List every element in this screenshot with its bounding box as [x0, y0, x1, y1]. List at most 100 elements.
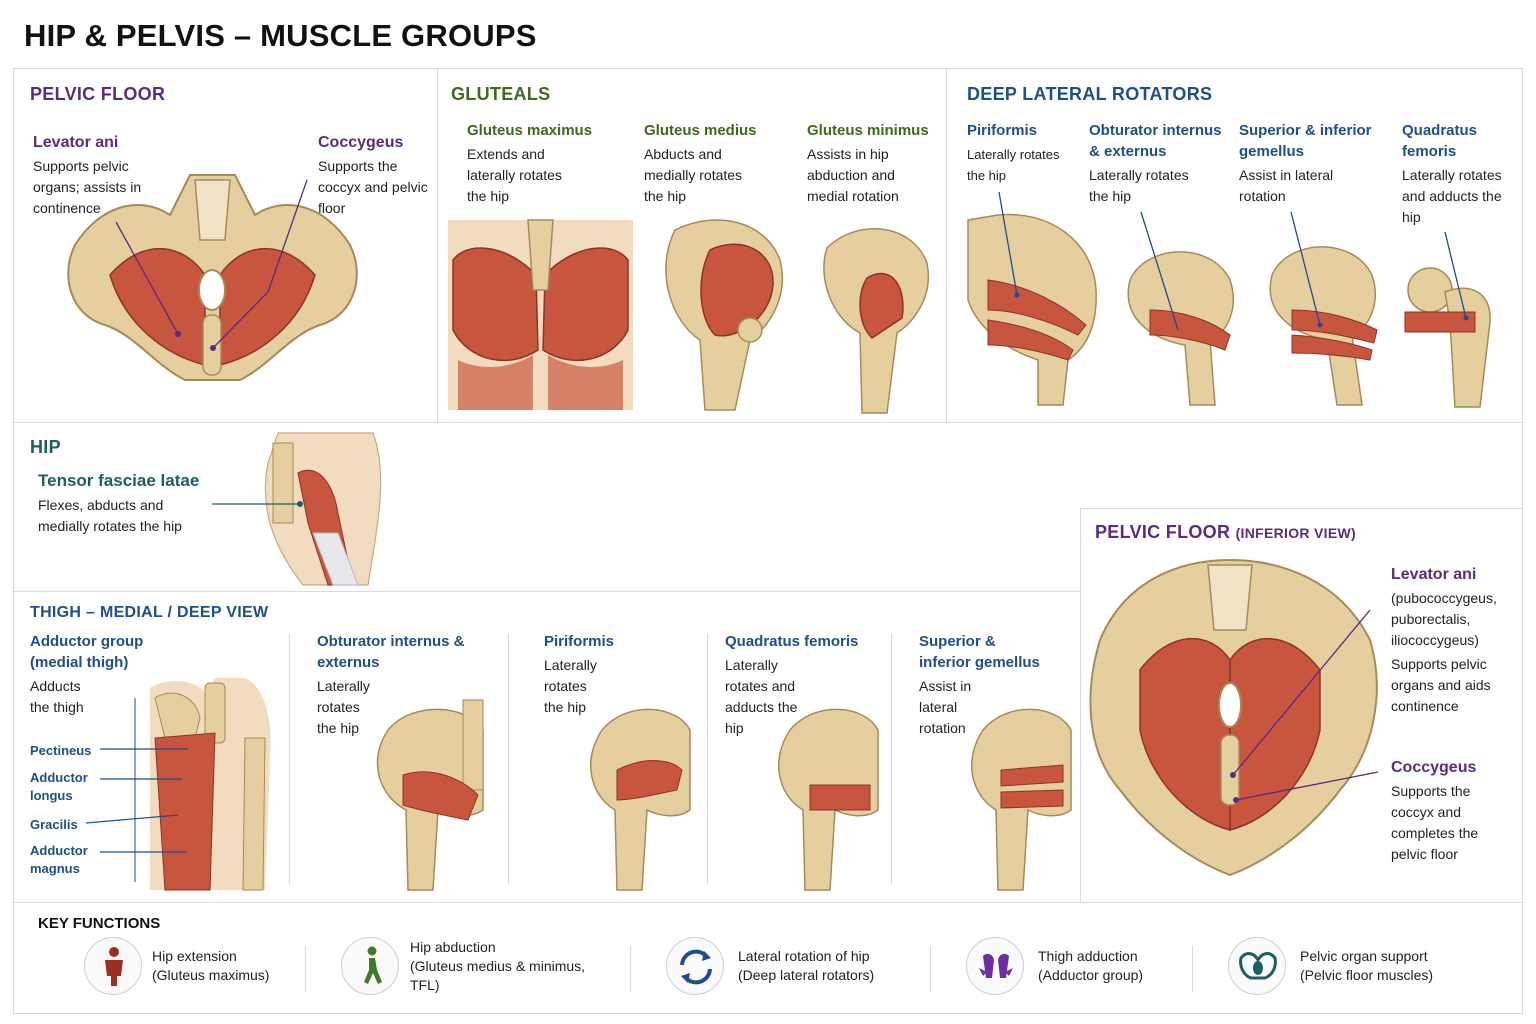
muscle-name-piriformis-thigh: Piriformis — [544, 633, 615, 650]
section-heading-thigh: THIGH – MEDIAL / DEEP VIEW — [30, 604, 269, 621]
divider — [437, 68, 438, 422]
label-adductor-magnus: Adductor magnus — [30, 843, 88, 876]
divider — [946, 68, 947, 422]
heading-sub: (INFERIOR VIEW) — [1235, 525, 1356, 541]
key-function-pelvic-organ-support: Pelvic organ support (Pelvic floor muscl… — [1300, 947, 1480, 985]
page-title: HIP & PELVIS – MUSCLE GROUPS — [24, 18, 537, 53]
section-heading-pelvic-floor-inferior: PELVIC FLOOR (INFERIOR VIEW) — [1095, 522, 1356, 543]
divider — [930, 946, 931, 992]
key-functions-heading: KEY FUNCTIONS — [38, 915, 161, 932]
divider — [1080, 508, 1523, 509]
muscle-name-coccygeus: Coccygeus — [318, 134, 404, 151]
person-icon — [84, 937, 142, 995]
muscle-name-coccygeus-inferior: Coccygeus — [1391, 759, 1477, 776]
divider — [1192, 946, 1193, 992]
label-adductor-longus: Adductor longus — [30, 770, 88, 803]
muscle-desc-quadratus-thigh: Laterally rotates and adducts the hip — [725, 657, 798, 736]
muscle-name-adductor-group: Adductor group (medial thigh) — [30, 633, 144, 671]
muscle-desc-piriformis-thigh: Laterally rotates the hip — [544, 657, 597, 715]
section-heading-hip: HIP — [30, 437, 61, 457]
muscle-name-gemellus-thigh: Superior & inferior gemellus — [919, 633, 1040, 671]
muscle-name-piriformis: Piriformis — [967, 122, 1038, 139]
key-function-hip-extension: Hip extension (Gluteus maximus) — [152, 947, 292, 985]
key-function-lateral-rotation: Lateral rotation of hip (Deep lateral ro… — [738, 947, 918, 985]
muscle-name-levator-ani-inferior: Levator ani — [1391, 566, 1477, 583]
walking-icon — [341, 937, 399, 995]
muscle-desc-coccygeus-inferior: Supports the coccyx and completes the pe… — [1391, 783, 1479, 862]
pelvic-floor-superior-illustration — [67, 174, 358, 381]
muscle-desc-gluteus-medius: Abducts and medially rotates the hip — [644, 146, 743, 204]
piriformis-illustration — [967, 213, 1097, 406]
divider — [289, 634, 290, 884]
muscle-desc-quadratus-femoris: Laterally rotates and adducts the hip — [1402, 167, 1502, 225]
muscle-name-gluteus-medius: Gluteus medius — [644, 122, 757, 139]
gemellus-illustration — [1269, 246, 1378, 406]
key-function-hip-abduction: Hip abduction (Gluteus medius & minimus,… — [410, 938, 610, 995]
key-function-sub: (Gluteus maximus) — [152, 967, 270, 983]
divider — [891, 634, 892, 884]
key-function-sub: (Deep lateral rotators) — [738, 967, 875, 983]
muscle-name-quadratus-femoris: Quadratus femoris — [1402, 122, 1478, 160]
obturator-illustration — [1127, 251, 1234, 406]
gluteus-medius-illustration — [665, 219, 783, 411]
tensor-fasciae-latae-illustration — [264, 432, 382, 586]
section-heading-gluteals: GLUTEALS — [451, 84, 551, 104]
leader-line — [85, 698, 188, 882]
key-function-title: Pelvic organ support — [1300, 948, 1428, 964]
label-gracilis: Gracilis — [30, 817, 78, 832]
leader-line — [212, 501, 303, 507]
pelvis-icon — [1228, 937, 1286, 995]
content-frame — [13, 68, 1523, 1014]
muscle-desc-obturator: Laterally rotates the hip — [1089, 167, 1189, 204]
divider — [1080, 508, 1081, 902]
leader-line — [998, 191, 1469, 331]
key-function-sub: (Pelvic floor muscles) — [1300, 967, 1434, 983]
muscle-desc-gluteus-maximus: Extends and laterally rotates the hip — [467, 146, 562, 204]
obturator-thigh-illustration — [376, 699, 484, 891]
muscle-desc-gemellus-thigh: Assist in lateral rotation — [919, 678, 972, 736]
muscle-name-tfl: Tensor fasciae latae — [38, 471, 200, 490]
muscle-name-levator-ani: Levator ani — [33, 134, 119, 151]
key-function-title: Hip abduction — [410, 939, 496, 955]
key-function-title: Lateral rotation of hip — [738, 948, 870, 964]
muscle-name-quadratus-thigh: Quadratus femoris — [725, 633, 859, 650]
quadratus-thigh-illustration — [778, 708, 879, 891]
key-function-sub: (Adductor group) — [1038, 967, 1144, 983]
key-function-title: Thigh adduction — [1038, 948, 1138, 964]
leader-line — [1230, 609, 1379, 803]
muscle-desc-levator-ani: Supports pelvic organs; assists in conti… — [33, 158, 142, 216]
muscle-detail-levator-ani-inferior: (pubococcygeus, puborectalis, iliococcyg… — [1391, 590, 1497, 648]
muscle-desc-obturator-thigh: Laterally rotates the hip — [317, 678, 370, 736]
adductor-group-illustration — [150, 678, 271, 891]
divider — [13, 902, 1523, 903]
divider — [305, 946, 306, 992]
key-function-title: Hip extension — [152, 948, 237, 964]
muscle-desc-gluteus-minimus: Assists in hip abduction and medial rota… — [807, 146, 899, 204]
muscle-name-gluteus-minimus: Gluteus minimus — [807, 122, 929, 139]
muscle-name-obturator-thigh: Obturator internus & externus — [317, 633, 465, 671]
muscle-desc-tfl: Flexes, abducts and medially rotates the… — [38, 497, 182, 534]
muscle-name-obturator: Obturator internus & externus — [1089, 122, 1222, 160]
pelvic-floor-inferior-illustration — [1089, 558, 1378, 877]
muscle-desc-adductor-group: Adducts the thigh — [30, 678, 84, 715]
divider — [707, 634, 708, 884]
section-heading-deep-lateral-rotators: DEEP LATERAL ROTATORS — [967, 84, 1213, 104]
muscle-name-gluteus-maximus: Gluteus maximus — [467, 122, 593, 139]
gluteus-minimus-illustration — [823, 227, 930, 414]
key-function-sub: (Gluteus medius & minimus, TFL) — [410, 958, 586, 993]
divider — [630, 946, 631, 992]
adduction-icon — [966, 937, 1024, 995]
gemellus-thigh-illustration — [971, 708, 1072, 891]
heading-main: PELVIC FLOOR — [1095, 522, 1231, 542]
section-heading-pelvic-floor: PELVIC FLOOR — [30, 84, 166, 104]
divider — [13, 591, 1080, 592]
muscle-desc-coccygeus: Supports the coccyx and pelvic floor — [318, 158, 428, 216]
piriformis-thigh-illustration — [590, 708, 691, 891]
divider — [13, 422, 1523, 423]
leader-line — [115, 179, 308, 351]
quadratus-femoris-illustration — [1404, 267, 1491, 408]
muscle-desc-levator-ani-inferior: Supports pelvic organs and aids continen… — [1391, 656, 1491, 714]
muscle-desc-gemellus: Assist in lateral rotation — [1239, 167, 1334, 204]
rotate-arrows-icon — [666, 937, 724, 995]
muscle-name-gemellus: Superior & inferior gemellus — [1239, 122, 1372, 160]
